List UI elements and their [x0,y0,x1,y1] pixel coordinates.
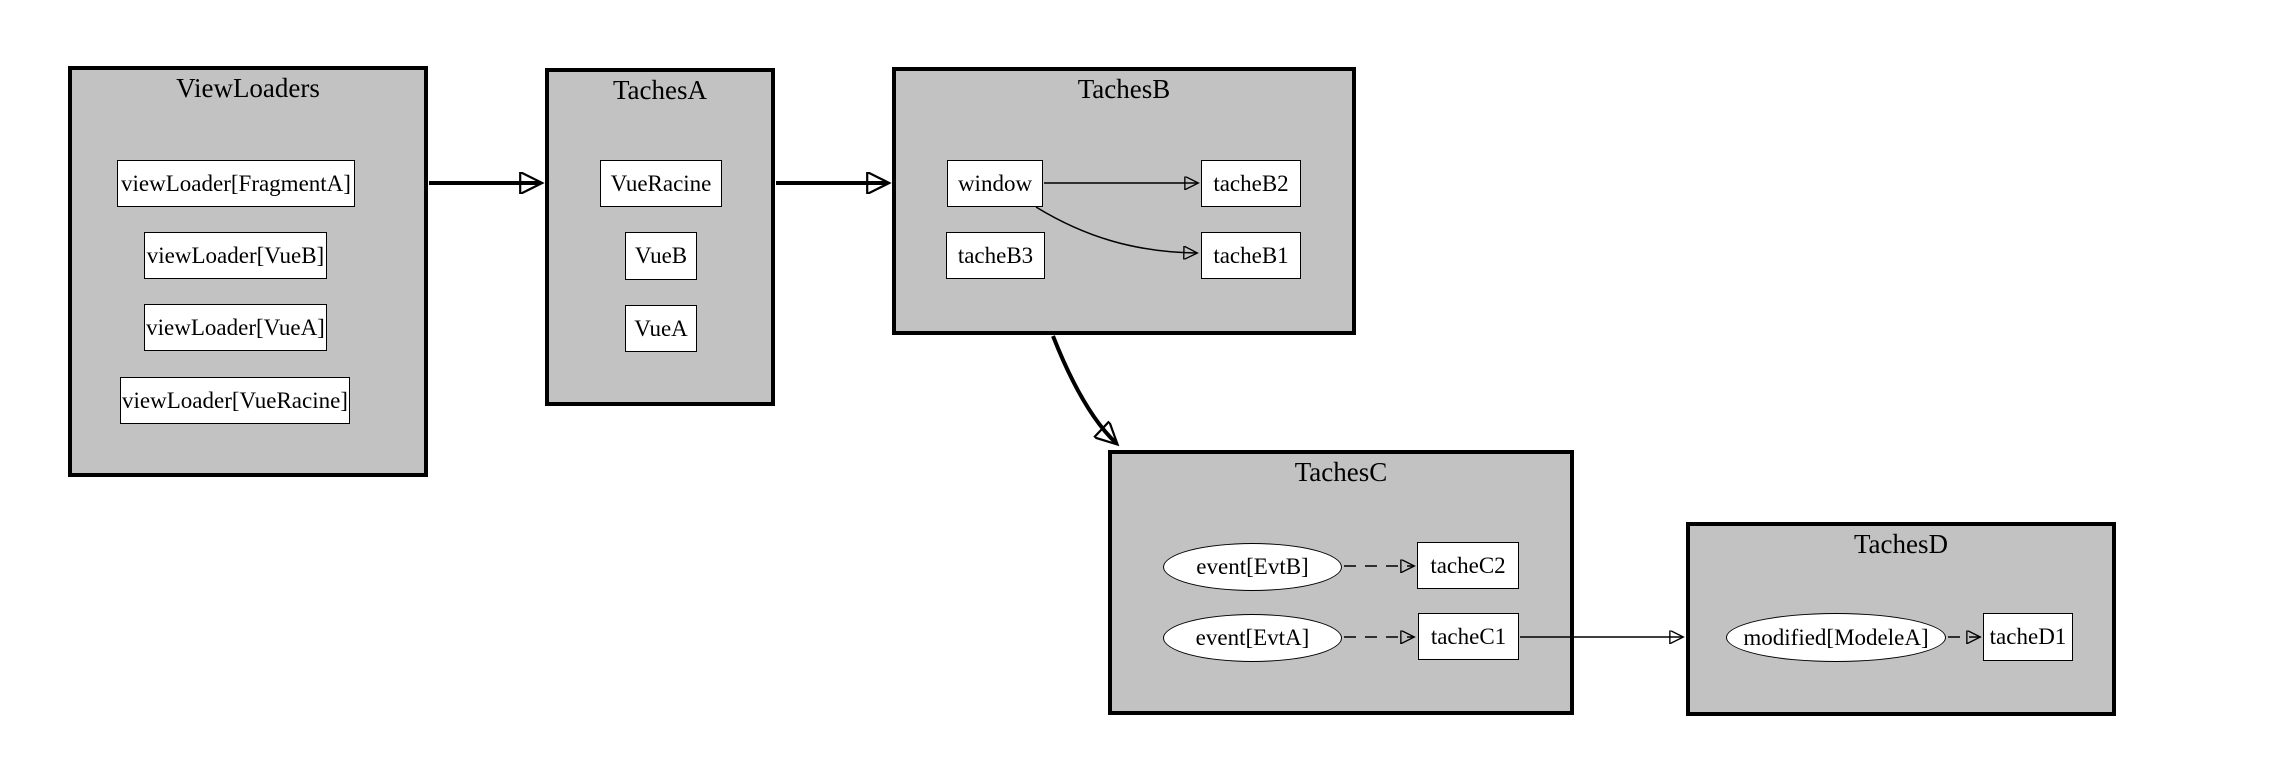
node-tacheC1-label: tacheC1 [1430,623,1507,649]
node-window-label: window [957,170,1033,196]
node-tacheB3-label: tacheB3 [957,242,1034,268]
cluster-tachesD-title: TachesD [1853,529,1949,559]
node-tacheD1: tacheD1 [1983,613,2073,661]
node-vueRacine-label: VueRacine [610,170,712,196]
node-vueB: VueB [625,232,697,280]
node-tacheB2: tacheB2 [1201,160,1301,207]
cluster-tachesA-title: TachesA [612,75,708,105]
node-event-evtB: event[EvtB] [1163,543,1342,591]
node-tacheD1-label: tacheD1 [1989,624,2067,649]
node-tacheB1-label: tacheB1 [1213,242,1289,268]
edge-tachesB-tachesC [1051,335,1116,443]
node-event-evtB-label: event[EvtB] [1196,554,1309,579]
node-event-evtA: event[EvtA] [1163,614,1342,662]
node-tacheC2: tacheC2 [1417,542,1519,589]
node-tacheB2-label: tacheB2 [1213,170,1289,196]
cluster-viewloaders-title: ViewLoaders [176,73,320,103]
cluster-tachesC-title: TachesC [1294,457,1388,487]
node-viewloader-vueA-label: viewLoader[VueA] [146,314,325,340]
node-viewloader-vueB-label: viewLoader[VueB] [146,242,325,268]
node-tacheB1: tacheB1 [1201,232,1301,279]
cluster-tachesB-title: TachesB [1077,74,1171,104]
node-viewloader-vueRacine: viewLoader[VueRacine] [120,377,350,424]
node-vueA: VueA [625,305,697,352]
node-tacheB3: tacheB3 [946,232,1045,279]
node-vueA-label: VueA [634,315,688,341]
node-tacheC2-label: tacheC2 [1430,552,1506,578]
node-event-evtA-label: event[EvtA] [1195,625,1310,650]
node-viewloader-vueA: viewLoader[VueA] [144,304,327,351]
node-modified-modeleA: modified[ModeleA] [1726,613,1946,662]
node-viewloader-vueRacine-label: viewLoader[VueRacine] [122,387,348,413]
node-viewloader-fragmentA: viewLoader[FragmentA] [117,160,355,207]
node-vueB-label: VueB [634,243,688,268]
node-tacheC1: tacheC1 [1418,613,1519,660]
node-vueRacine: VueRacine [600,160,722,207]
node-viewloader-vueB: viewLoader[VueB] [144,232,327,279]
node-modified-modeleA-label: modified[ModeleA] [1743,624,1929,650]
node-window: window [947,160,1043,207]
node-viewloader-fragmentA-label: viewLoader[FragmentA] [121,170,351,196]
